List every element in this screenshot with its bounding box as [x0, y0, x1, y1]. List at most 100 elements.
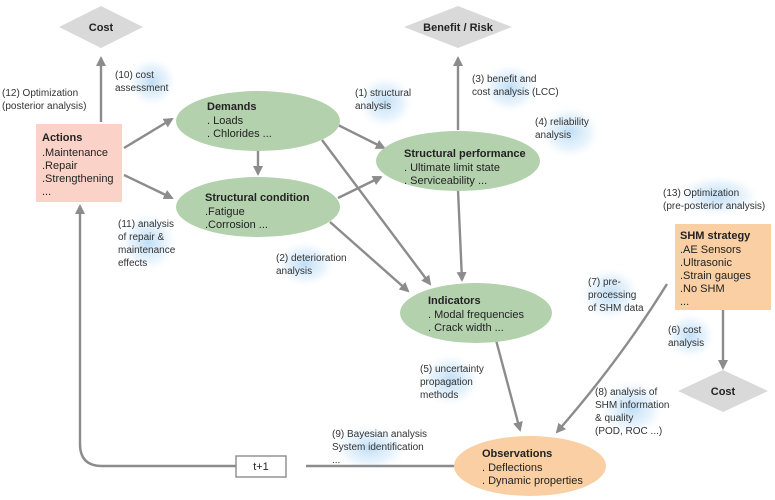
annotation-line: analysis	[535, 130, 571, 141]
observations-item: . Dynamic properties	[482, 475, 583, 487]
annotation-9: (9) Bayesian analysis System identificat…	[332, 429, 427, 466]
annotation-line: (posterior analysis)	[2, 101, 86, 112]
node-indicators: Indicators . Modal frequencies . Crack w…	[400, 283, 552, 343]
annotation-line: (4) reliability	[535, 117, 589, 128]
node-demands: Demands . Loads . Chlorides ...	[176, 91, 340, 151]
annotation-line: analysis	[355, 101, 391, 112]
annotation-line: (8) analysis of	[595, 387, 657, 398]
observations-item: . Deflections	[482, 462, 543, 474]
actions-title: Actions	[42, 132, 82, 144]
structural-condition-title: Structural condition	[205, 192, 310, 204]
demands-item: . Chlorides ...	[207, 128, 272, 140]
annotation-11: (11) analysis of repair & maintenance ef…	[118, 219, 176, 269]
annotation-10: (10) cost assessment	[115, 70, 169, 94]
arrow-indicators-to-observations	[494, 339, 523, 432]
annotation-line: maintenance	[118, 245, 176, 256]
actions-item: .Maintenance	[42, 147, 108, 159]
node-t-plus-1: t+1	[235, 455, 287, 478]
structural-condition-item: .Fatigue	[205, 206, 245, 218]
annotation-line: (pre-posterior analysis)	[663, 201, 765, 212]
arrow-actions-to-structural-condition	[123, 173, 174, 200]
cost-top-label: Cost	[89, 22, 114, 34]
node-cost-top: Cost	[59, 6, 143, 48]
annotation-line: (1) structural	[355, 88, 411, 99]
arrow-demands-to-structural-performance	[337, 123, 386, 150]
annotation-line: SHM information	[595, 400, 669, 411]
benefit-risk-label: Benefit / Risk	[423, 22, 494, 34]
annotation-line: (7) pre-	[588, 277, 621, 288]
arrow-observations-feedback-to-actions	[80, 206, 456, 468]
demands-item: . Loads	[207, 115, 244, 127]
annotation-line: (5) uncertainty	[420, 364, 484, 375]
structural-performance-item: . Serviceability ...	[404, 175, 487, 187]
node-cost-bottom: Cost	[678, 370, 768, 412]
annotation-line: (POD, ROC ...)	[595, 426, 662, 437]
annotation-line: of repair &	[118, 232, 164, 243]
structural-condition-item: .Corrosion ...	[205, 219, 268, 231]
t-plus-1-label: t+1	[253, 461, 269, 473]
indicators-title: Indicators	[428, 295, 481, 307]
annotation-line: cost analysis (LCC)	[472, 87, 559, 98]
annotation-line: (13) Optimization	[663, 188, 739, 199]
annotation-3: (3) benefit and cost analysis (LCC)	[472, 74, 559, 98]
cost-bottom-label: Cost	[711, 386, 736, 398]
annotation-5: (5) uncertainty propagation methods	[420, 364, 484, 401]
annotation-line: (11) analysis	[118, 219, 174, 230]
annotation-line: (9) Bayesian analysis	[332, 429, 427, 440]
annotation-13: (13) Optimization (pre-posterior analysi…	[663, 188, 765, 212]
annotation-line: (3) benefit and	[472, 74, 537, 85]
annotation-line: analysis	[276, 266, 312, 277]
node-benefit-risk: Benefit / Risk	[404, 6, 512, 48]
annotation-line: (6) cost	[668, 325, 702, 336]
indicators-item: . Crack width ...	[428, 322, 504, 334]
node-observations: Observations . Deflections . Dynamic pro…	[454, 436, 606, 496]
node-structural-condition: Structural condition .Fatigue .Corrosion…	[176, 177, 340, 237]
node-actions: Actions .Maintenance .Repair .Strengthen…	[36, 124, 122, 202]
annotation-line: propagation	[420, 377, 473, 388]
annotation-line: (12) Optimization	[2, 88, 78, 99]
shm-strategy-item: ...	[680, 296, 689, 308]
shm-strategy-item: .Strain gauges	[680, 270, 751, 282]
annotation-line: System identification	[332, 442, 424, 453]
annotation-line: of SHM data	[588, 303, 644, 314]
observations-title: Observations	[482, 448, 552, 460]
arrow-actions-to-demands	[123, 117, 174, 150]
actions-item: .Strengthening	[42, 173, 114, 185]
arrow-structural-condition-to-indicators	[329, 221, 410, 293]
shm-strategy-item: .Ultrasonic	[680, 257, 732, 269]
structural-performance-title: Structural performance	[404, 148, 526, 160]
annotation-line: ...	[332, 455, 340, 466]
actions-item: .Repair	[42, 160, 78, 172]
annotation-line: assessment	[115, 83, 169, 94]
shm-strategy-item: .No SHM	[680, 283, 725, 295]
annotation-7: (7) pre- processing of SHM data	[588, 277, 644, 314]
annotation-line: (2) deterioration	[276, 253, 347, 264]
indicators-item: . Modal frequencies	[428, 309, 524, 321]
annotation-6: (6) cost analysis	[668, 325, 704, 349]
annotation-line: processing	[588, 290, 636, 301]
annotation-line: & quality	[595, 413, 633, 424]
structural-performance-item: . Ultimate limit state	[404, 162, 500, 174]
demands-title: Demands	[207, 101, 257, 113]
annotation-2: (2) deterioration analysis	[276, 253, 347, 277]
arrow-shm-to-observations	[555, 283, 669, 434]
arrow-structural-performance-to-indicators	[456, 189, 467, 282]
annotation-8: (8) analysis of SHM information & qualit…	[595, 387, 669, 437]
actions-item: ...	[42, 186, 51, 198]
annotation-12: (12) Optimization (posterior analysis)	[2, 88, 86, 112]
annotation-line: analysis	[668, 338, 704, 349]
arrow-structural-condition-to-structural-performance	[337, 175, 383, 200]
annotation-1: (1) structural analysis	[355, 88, 411, 112]
node-structural-performance: Structural performance . Ultimate limit …	[376, 131, 540, 191]
annotation-line: effects	[118, 258, 147, 269]
shm-strategy-item: .AE Sensors	[680, 244, 742, 256]
annotation-4: (4) reliability analysis	[535, 117, 589, 141]
annotation-line: (10) cost	[115, 70, 154, 81]
annotation-glows	[118, 56, 762, 472]
arrow-demands-to-indicators	[321, 139, 432, 286]
node-shm-strategy: SHM strategy .AE Sensors .Ultrasonic .St…	[675, 224, 771, 310]
edges	[80, 56, 728, 468]
annotation-line: methods	[420, 390, 458, 401]
shm-strategy-title: SHM strategy	[680, 230, 751, 242]
